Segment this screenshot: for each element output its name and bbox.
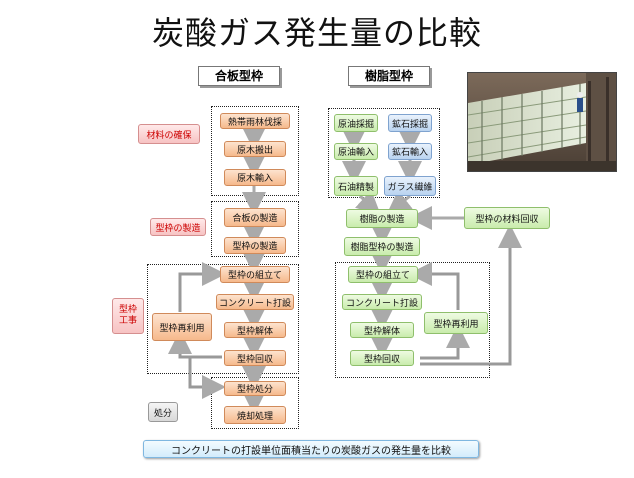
step-glass-fiber: ガラス繊維 (384, 176, 436, 196)
comparison-caption: コンクリートの打設単位面積当たりの炭酸ガスの発生量を比較 (143, 440, 479, 458)
stage-label-disposal: 処分 (148, 402, 178, 422)
page-title: 炭酸ガス発生量の比較 (151, 14, 482, 52)
step-dismantle-resin: 型枠解体 (350, 322, 414, 338)
resin-column-header: 樹脂型枠 (348, 66, 430, 86)
step-log-export: 原木搬出 (224, 141, 286, 157)
step-reuse-plywood: 型枠再利用 (152, 313, 212, 341)
step-plywood-manufacture: 合板の製造 (224, 208, 286, 227)
step-oil-mining: 原油採掘 (334, 114, 378, 132)
step-oil-import: 原油輸入 (334, 143, 378, 160)
step-ore-mining: 鉱石採掘 (388, 114, 432, 132)
plywood-column-header: 合板型枠 (198, 66, 280, 86)
step-oil-refining: 石油精製 (334, 176, 378, 196)
step-incineration: 焼却処理 (224, 406, 286, 424)
step-pouring-resin: コンクリート打設 (342, 294, 422, 310)
step-recovery-plywood: 型枠回収 (224, 350, 286, 366)
step-dismantle-plywood: 型枠解体 (224, 322, 286, 338)
stage-label-construction: 型枠 工事 (112, 298, 144, 334)
stage-label-materials: 材料の確保 (138, 124, 200, 144)
step-resin-form-manufacture: 樹脂型枠の製造 (344, 237, 420, 256)
resin-materials-group (328, 108, 440, 198)
construction-site-image (468, 73, 616, 171)
step-assembly-plywood: 型枠の組立て (220, 266, 290, 283)
stage-label-formwork-manufacture: 型枠の製造 (150, 218, 206, 236)
step-form-disposal: 型枠処分 (224, 381, 286, 396)
step-material-recovery: 型枠の材料回収 (464, 207, 550, 229)
step-assembly-resin: 型枠の組立て (348, 266, 418, 283)
step-form-manufacture-plywood: 型枠の製造 (224, 237, 286, 254)
step-logging: 熱帯雨林伐採 (220, 113, 290, 129)
step-pouring-plywood: コンクリート打設 (216, 294, 294, 310)
step-log-import: 原木輸入 (224, 169, 286, 186)
step-reuse-resin: 型枠再利用 (424, 312, 488, 334)
formwork-photo (467, 72, 617, 172)
step-resin-manufacture: 樹脂の製造 (346, 209, 418, 228)
step-ore-import: 鉱石輸入 (388, 143, 432, 160)
step-recovery-resin: 型枠回収 (350, 350, 414, 366)
